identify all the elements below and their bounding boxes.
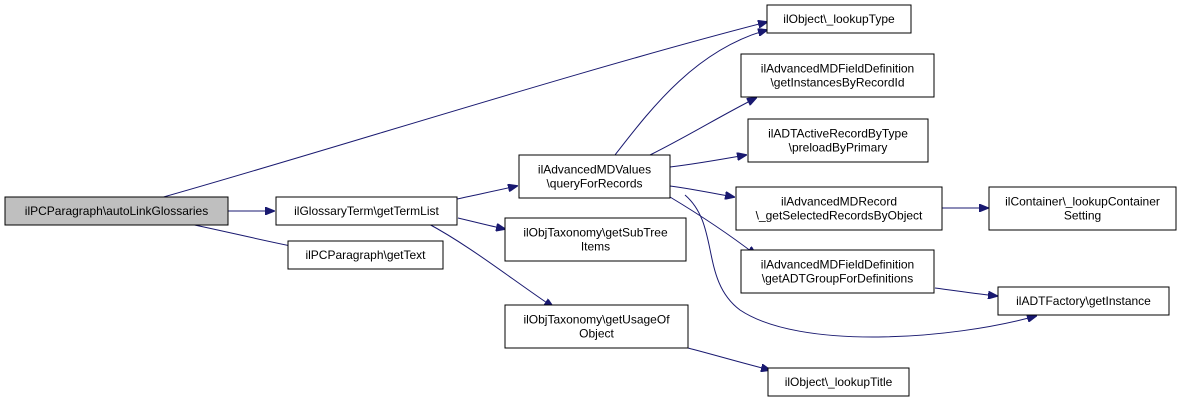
node-label-line: Object — [579, 327, 614, 341]
edge-query-to-get-selected-records-by-object — [669, 185, 734, 197]
node-label-line: ilAdvancedMDValues — [538, 163, 651, 177]
node-iladvancedmdfielddefinition-getadtgroupfordefinitions[interactable]: ilAdvancedMDFieldDefinition\getADTGroupF… — [740, 249, 935, 294]
edge-get-term-list-to-query-for-records — [456, 186, 517, 200]
edge-get-term-list-to-get-usage-of-object — [426, 222, 553, 307]
node-label-line: \getInstancesByRecordId — [770, 76, 904, 90]
edge-root-to-lookup-type — [159, 22, 767, 199]
node-label-line: ilAdvancedMDFieldDefinition — [761, 258, 914, 272]
node-label-line: ilAdvancedMDFieldDefinition — [761, 62, 914, 76]
node-ilobject-lookuptype[interactable]: ilObject\_lookupType — [766, 4, 912, 34]
node-label-line: \getADTGroupForDefinitions — [762, 272, 913, 286]
node-ilglossaryterm-gettermlist[interactable]: ilGlossaryTerm\getTermList — [275, 196, 458, 226]
node-label-line: ilObject\_lookupTitle — [785, 375, 893, 389]
node-ilpcparagraph-gettext[interactable]: ilPCParagraph\getText — [287, 240, 444, 270]
node-label-line: Setting — [1064, 209, 1101, 223]
edge-get-adt-group-to-adt-factory-get-instance — [934, 287, 997, 296]
edge-query-to-preload-by-primary — [669, 155, 746, 168]
node-ilpcparagraph-autolinkglossaries[interactable]: ilPCParagraph\autoLinkGlossaries — [4, 196, 229, 226]
node-label-line: ilGlossaryTerm\getTermList — [294, 204, 439, 218]
node-label-line: ilADTActiveRecordByType — [768, 127, 908, 141]
node-label-line: ilAdvancedMDRecord — [781, 195, 897, 209]
node-iladvancedmdfielddefinition-getinstancesbyrecordid[interactable]: ilAdvancedMDFieldDefinition\getInstances… — [740, 53, 935, 98]
node-iladtfactory-getinstance[interactable]: ilADTFactory\getInstance — [997, 286, 1170, 316]
node-label-line: ilADTFactory\getInstance — [1016, 294, 1151, 308]
edge-get-term-list-to-get-sub-tree-items — [457, 217, 505, 229]
node-iladvancedmdrecord-getselectedrecordsbyobject[interactable]: ilAdvancedMDRecord\_getSelectedRecordsBy… — [735, 186, 943, 231]
node-label-line: ilPCParagraph\autoLinkGlossaries — [25, 204, 208, 218]
node-label-line: ilObject\_lookupType — [783, 12, 895, 26]
node-label-line: \preloadByPrimary — [789, 141, 888, 155]
node-iladtactiverecordbytype-preloadbyprimary[interactable]: ilADTActiveRecordByType\preloadByPrimary — [747, 118, 929, 163]
node-label-line: ilObjTaxonomy\getSubTree — [523, 226, 668, 240]
node-label-line: ilContainer\_lookupContainer — [1005, 195, 1160, 209]
node-label-line: \queryForRecords — [546, 177, 642, 191]
edge-get-usage-of-object-to-lookup-title — [687, 347, 770, 370]
edge-root-to-get-text — [179, 221, 301, 248]
node-label-line: ilPCParagraph\getText — [305, 248, 426, 262]
edge-query-to-get-adt-group-for-definitions — [669, 196, 756, 255]
node-label-line: ilObjTaxonomy\getUsageOf — [523, 313, 670, 327]
edge-query-to-get-instances-by-record-id — [649, 98, 756, 156]
node-iladvancedmdvalues-queryforrecords[interactable]: ilAdvancedMDValues\queryForRecords — [518, 154, 671, 199]
edge-query-to-adt-factory-get-instance — [684, 194, 1036, 338]
node-ilobject-lookuptitle[interactable]: ilObject\_lookupTitle — [767, 367, 910, 397]
node-label-line: Items — [581, 240, 610, 254]
node-label-line: \_getSelectedRecordsByObject — [756, 209, 923, 223]
edge-query-to-lookup-type — [614, 30, 767, 156]
